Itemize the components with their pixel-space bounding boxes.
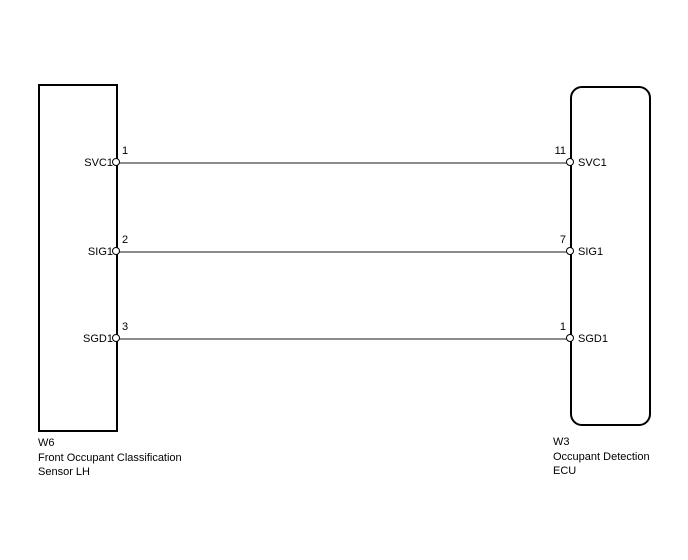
pin-terminal-icon-w3-11 <box>566 158 574 166</box>
pin-terminal-icon-w3-7 <box>566 247 574 255</box>
connector-box-w6 <box>38 84 118 432</box>
component-id-w6: W6 <box>38 437 55 449</box>
pin-label-w6-svc1: SVC1 <box>84 157 113 169</box>
pin-terminal-icon-w6-3 <box>112 334 120 342</box>
pin-label-w6-sgd1: SGD1 <box>83 333 113 345</box>
pin-number-w6-sgd1: 3 <box>122 321 129 333</box>
pin-terminal-icon-w3-1 <box>566 334 574 342</box>
pin-number-w3-svc1: 11 <box>554 145 566 157</box>
pin-number-w3-sig1: 7 <box>559 234 566 246</box>
component-name-w3-line2: ECU <box>553 465 577 477</box>
pin-terminal-icon-w6-1 <box>112 158 120 166</box>
wire-sgd1 <box>117 338 571 340</box>
component-id-w3: W3 <box>553 436 570 448</box>
component-caption-w6: W6 Front Occupant Classification Sensor … <box>38 436 182 480</box>
component-caption-w3: W3 Occupant Detection ECU <box>553 435 650 479</box>
component-name-w6-line2: Sensor LH <box>38 466 90 478</box>
wire-sig1 <box>117 251 571 253</box>
pin-number-w6-sig1: 2 <box>122 234 129 246</box>
component-name-w3-line1: Occupant Detection <box>553 450 650 463</box>
component-name-w6-line1: Front Occupant Classification <box>38 451 182 464</box>
pin-label-w3-sgd1: SGD1 <box>578 333 608 345</box>
pin-label-w3-sig1: SIG1 <box>578 246 604 258</box>
pin-terminal-icon-w6-2 <box>112 247 120 255</box>
pin-label-w6-sig1: SIG1 <box>87 246 113 258</box>
pin-number-w3-sgd1: 1 <box>559 321 566 333</box>
connector-box-w3 <box>570 86 651 426</box>
pin-label-w3-svc1: SVC1 <box>578 157 607 169</box>
wire-svc1 <box>117 162 571 164</box>
pin-number-w6-svc1: 1 <box>122 145 129 157</box>
